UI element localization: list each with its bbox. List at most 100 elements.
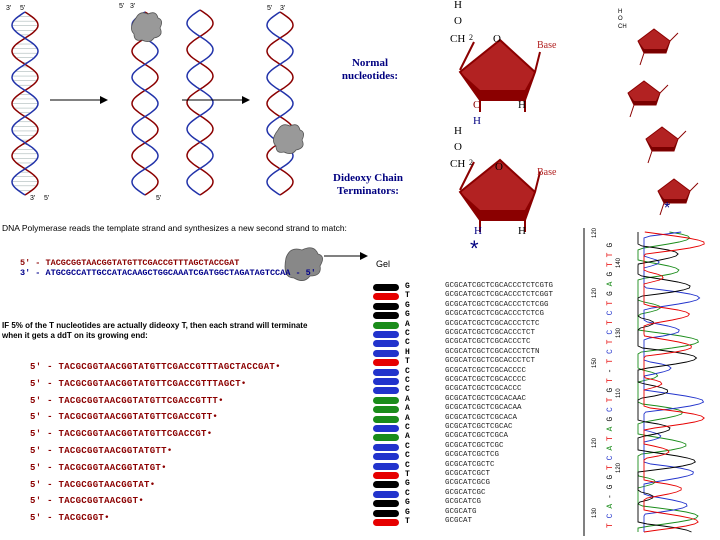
gel-band [373, 416, 399, 423]
gel-fragment-text: GCGCATCGCTCGCACCCTCTCGTG [445, 282, 553, 290]
gel-band [373, 284, 399, 291]
trace-base-call: C [606, 513, 615, 518]
trace-base-call: T [606, 320, 615, 325]
terminator-asterisk: * [470, 236, 479, 261]
polymerase-blob [131, 13, 161, 42]
gel-fragment-text: GCGCATCGCTCG [445, 451, 499, 459]
gel-fragment-text: GCGCATCGCTCGCACCCTCTC [445, 320, 540, 328]
gel-band [373, 331, 399, 338]
trace-base-call: A [606, 446, 615, 451]
trace-position-number: 110 [616, 388, 622, 398]
trace-base-call: T [606, 523, 615, 528]
gel-base-label: C [405, 385, 410, 394]
gel-fragment-text: GCGCATCGCTCGCACCCTCTN [445, 348, 540, 356]
strand-end-label: 5' [20, 5, 25, 12]
gel-band [373, 387, 399, 394]
gel-band [373, 425, 399, 432]
process-arrow [50, 96, 108, 104]
fragment-sequence: 5' - TACGCGGTAACGGTATGTTCGACCGTT• [30, 412, 218, 422]
atom-label: 2 [469, 33, 473, 42]
trace-position-number: 140 [616, 257, 622, 268]
trace-base-call: C [606, 349, 615, 354]
strand-end-label: 3' [280, 5, 285, 12]
fragment-sequence: 5' - TACGCGGTAACGGTAT• [30, 480, 155, 490]
trace-base-call: G [606, 272, 615, 277]
polymerase-description: DNA Polymerase reads the template strand… [2, 223, 347, 233]
chain-group [628, 29, 698, 215]
description-line: IF 5% of the T nucleotides are actually … [2, 321, 307, 331]
description-line: when it gets a ddT on its growing end: [2, 331, 307, 341]
gel-band [373, 378, 399, 385]
trace-base-call: C [606, 407, 615, 412]
gel-band [373, 322, 399, 329]
gel-base-label: C [405, 329, 410, 338]
base-label: Base [537, 40, 557, 51]
gel-base-label: A [405, 432, 410, 441]
gel-fragment-text: GCGCATCGCTCGCACCCTC [445, 338, 531, 346]
fragment-sequence: 5' - TACGCGGTAACGGTATGT• [30, 463, 167, 473]
gel-band [373, 369, 399, 376]
atom-label: O [454, 15, 462, 27]
atom-label: H [454, 125, 462, 137]
atom-label: H [454, 0, 462, 11]
gel-base-label: C [405, 442, 410, 451]
gel-fragment-text: GCGCATCGCTCGCA [445, 432, 508, 440]
gel-band [373, 463, 399, 470]
gel-band [373, 397, 399, 404]
trace-base-call: T [606, 339, 615, 344]
atom-label: O [454, 141, 462, 153]
trace-signal [638, 232, 697, 532]
trace-base-call: T [606, 436, 615, 441]
gel-band [373, 453, 399, 460]
gel-band [373, 444, 399, 451]
trace-base-call: T [606, 359, 615, 364]
gel-base-label: A [405, 414, 410, 423]
trace-base-call: A [606, 281, 615, 286]
gel-panel: GGCGCATCGCTCGCACCCTCTCGTGTGCGCATCGCTCGCA… [373, 283, 573, 533]
atom-label: O [473, 99, 481, 111]
trace-base-call: T [606, 378, 615, 383]
gel-base-label: C [405, 489, 410, 498]
trace-base-call: A [606, 504, 615, 509]
gel-base-label: G [405, 508, 410, 517]
atom-label: CH [450, 158, 465, 170]
gel-base-label: C [405, 338, 410, 347]
gel-base-label: T [405, 291, 410, 300]
gel-band [373, 406, 399, 413]
fragment-sequence: 5' - TACGCGGT• [30, 513, 110, 523]
nucleotide-chain-structure: H O CH * [618, 5, 718, 230]
gel-fragment-text: GCGCATCGCTCGCACCCTCTCGGT [445, 291, 553, 299]
title-line: Dideoxy Chain [318, 172, 418, 185]
gel-base-label: G [405, 498, 410, 507]
atom-label: O [618, 16, 623, 22]
dna-strand [267, 12, 293, 195]
gel-band [373, 472, 399, 479]
trace-base-call: C [606, 455, 615, 460]
gel-base-label: C [405, 376, 410, 385]
strand-end-label: 3' [130, 3, 135, 10]
terminator-asterisk: * [664, 200, 670, 217]
gel-fragment-text: GCGCATG [445, 508, 477, 516]
trace-base-call: C [606, 330, 615, 335]
gel-base-label: C [405, 367, 410, 376]
trace-position-number: 130 [616, 327, 622, 338]
strand-end-label: 5' [44, 195, 49, 202]
fragment-sequence: 5' - TACGCGGTAACGGTATGTTCGACCGTTTAGCTACC… [30, 362, 281, 372]
template-bottom-strand: 3' - ATGCGCCATTGCCATACAAGCTGGCAAATCGATGG… [20, 268, 316, 278]
trace-position-number: 120 [592, 437, 598, 448]
fragment-sequence: 5' - TACGCGGTAACGGT• [30, 496, 144, 506]
gel-band [373, 340, 399, 347]
gel-fragment-text: GCGCATCGCTCGCACCCTCT [445, 357, 535, 365]
gel-band [373, 303, 399, 310]
gel-band [373, 481, 399, 488]
trace-base-call: - [606, 494, 615, 499]
normal-nucleotides-title: Normal nucleotides: [325, 57, 415, 83]
gel-band [373, 293, 399, 300]
trace-base-call: G [606, 388, 615, 393]
trace-base-call: A [606, 426, 615, 431]
trace-position-number: 120 [592, 227, 598, 238]
strand-end-label: 3' [6, 5, 11, 12]
trace-base-call: T [606, 465, 615, 470]
gel-base-label: A [405, 320, 410, 329]
gel-band [373, 350, 399, 357]
